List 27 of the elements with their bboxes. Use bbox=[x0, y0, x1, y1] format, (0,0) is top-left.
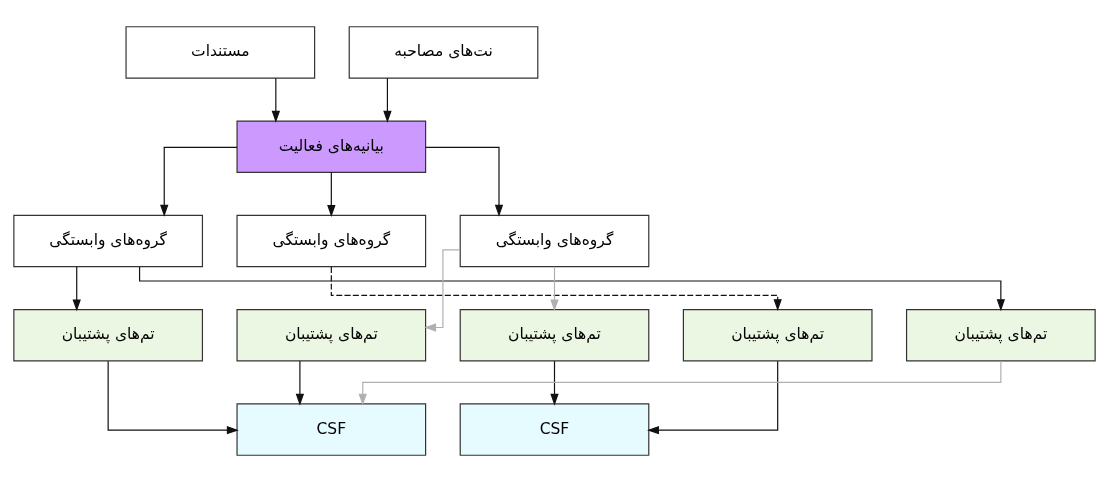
node-box: تم‌های پشتیبان bbox=[905, 308, 1096, 362]
arrow bbox=[72, 265, 81, 311]
node-box: مستندات bbox=[125, 25, 316, 79]
arrow bbox=[107, 360, 239, 434]
arrow bbox=[330, 265, 782, 311]
arrow bbox=[295, 359, 305, 406]
node-box: تم‌های پشتیبان bbox=[13, 308, 204, 362]
arrow bbox=[358, 359, 1002, 406]
node-box: CSF bbox=[459, 402, 650, 456]
arrow bbox=[327, 171, 336, 217]
arrow bbox=[160, 146, 238, 217]
node-box: گروه‌های وابستگی bbox=[236, 214, 427, 267]
node-box: تم‌های پشتیبان bbox=[682, 308, 873, 362]
node-box: نت‌های مصاحبه bbox=[348, 25, 539, 79]
arrow bbox=[425, 146, 504, 217]
arrow bbox=[424, 248, 461, 332]
arrow bbox=[647, 360, 779, 434]
arrow bbox=[550, 265, 559, 311]
node-box: بیانیه‌های فعالیت bbox=[236, 119, 427, 173]
arrow bbox=[271, 77, 280, 123]
node-box: گروه‌های وابستگی bbox=[13, 214, 204, 267]
node-box: CSF bbox=[236, 402, 427, 456]
arrow bbox=[550, 359, 559, 406]
node-box: تم‌های پشتیبان bbox=[236, 308, 427, 362]
node-box: تم‌های پشتیبان bbox=[459, 308, 650, 362]
arrow bbox=[383, 77, 392, 123]
node-box: گروه‌های وابستگی bbox=[459, 214, 650, 267]
